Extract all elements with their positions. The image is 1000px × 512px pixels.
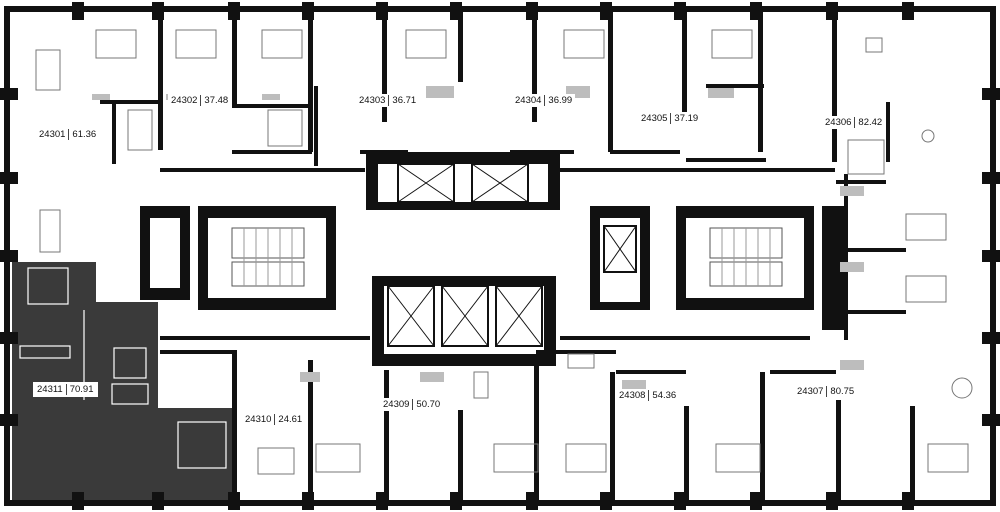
label-divider [65, 384, 67, 395]
unit-number: 24303 [359, 95, 386, 106]
stairwells [140, 206, 846, 330]
unit-area: 54.36 [652, 390, 677, 401]
unit-area: 50.70 [416, 399, 441, 410]
furniture [35, 29, 973, 475]
label-divider [544, 95, 546, 106]
fixtures [92, 86, 864, 390]
unit-label-24306[interactable]: 24306 82.42 [822, 116, 886, 129]
unit-number: 24302 [171, 95, 198, 106]
unit-number: 24307 [797, 386, 824, 397]
unit-area: 36.99 [548, 95, 573, 106]
selected-unit-interior [19, 267, 227, 469]
unit-label-24304[interactable]: 24304 36.99 [512, 94, 576, 107]
unit-number: 24306 [825, 117, 852, 128]
unit-label-24305[interactable]: 24305 37.19 [638, 112, 702, 125]
unit-area: 36.71 [392, 95, 417, 106]
label-divider [412, 399, 414, 410]
unit-label-24311[interactable]: 24311 70.91 [33, 382, 98, 397]
label-divider [274, 414, 276, 425]
unit-label-24307[interactable]: 24307 80.75 [794, 385, 858, 398]
unit-label-24302[interactable]: 24302 37.48 [168, 94, 232, 107]
unit-area: 82.42 [858, 117, 883, 128]
label-divider [388, 95, 390, 106]
elevator-core [366, 152, 650, 366]
label-divider [648, 390, 650, 401]
unit-area: 70.91 [69, 384, 94, 395]
unit-number: 24311 [37, 384, 63, 395]
unit-area: 37.19 [674, 113, 699, 124]
label-divider [68, 129, 70, 140]
unit-area: 61.36 [72, 129, 97, 140]
unit-number: 24305 [641, 113, 668, 124]
unit-number: 24309 [383, 399, 410, 410]
unit-label-24301[interactable]: 24301 61.36 [36, 128, 100, 141]
unit-number: 24310 [245, 414, 272, 425]
unit-label-24309[interactable]: 24309 50.70 [380, 398, 444, 411]
corridor [160, 168, 835, 340]
unit-number: 24308 [619, 390, 646, 401]
label-divider [670, 113, 672, 124]
unit-number: 24304 [515, 95, 542, 106]
unit-label-24310[interactable]: 24310 24.61 [242, 413, 306, 426]
unit-area: 80.75 [830, 386, 855, 397]
bottom-partitions [160, 174, 915, 500]
label-divider [854, 117, 856, 128]
unit-number: 24301 [39, 129, 66, 140]
unit-label-24303[interactable]: 24303 36.71 [356, 94, 420, 107]
unit-label-24308[interactable]: 24308 54.36 [616, 389, 680, 402]
unit-area: 24.61 [278, 414, 303, 425]
unit-area: 37.48 [204, 95, 229, 106]
label-divider [826, 386, 828, 397]
label-divider [200, 95, 202, 106]
